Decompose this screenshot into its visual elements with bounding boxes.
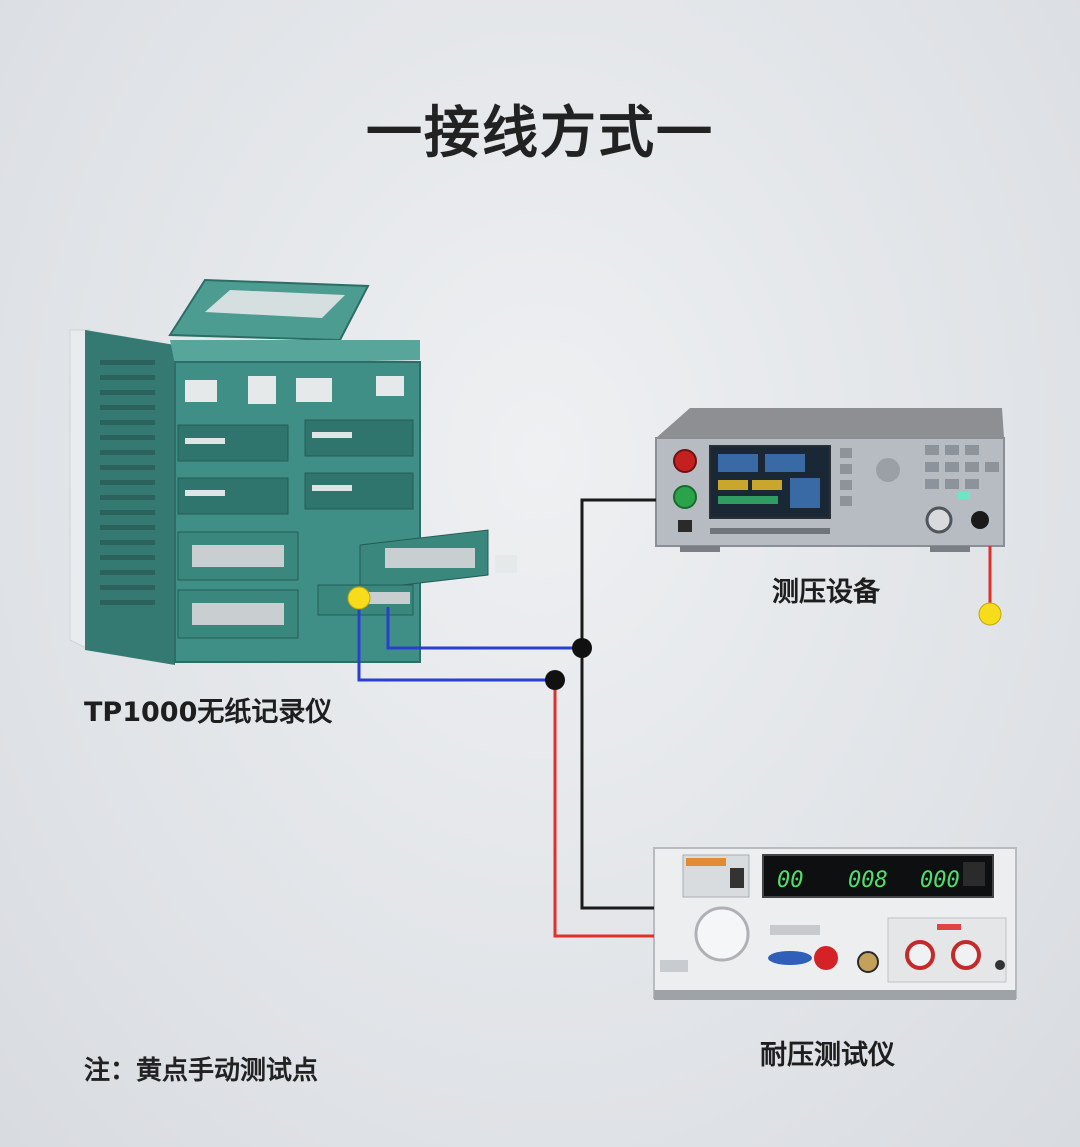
hipot-display-1: 00 (777, 868, 804, 893)
hipot-tester-device: 00 008 000 (653, 847, 1017, 1000)
black-wire (580, 498, 656, 910)
hipot-display-3: 000 (920, 868, 960, 893)
recorder-label: TP1000无纸记录仪 (84, 697, 333, 728)
test-equipment-device (655, 408, 1005, 552)
junction-dot-upper (572, 638, 592, 658)
blue-wire-lower (357, 600, 555, 682)
hipot-display-2: 008 (848, 868, 888, 893)
hipot-tester-label: 耐压测试仪 (760, 1040, 895, 1071)
red-wire-hipot (553, 680, 654, 938)
diagram-title: 一接线方式一 (366, 101, 714, 166)
test-equipment-label: 测压设备 (772, 577, 880, 608)
yellow-test-point-equipment (978, 602, 1002, 626)
yellow-test-point-recorder (347, 586, 371, 610)
blue-wire-upper (386, 607, 582, 650)
recorder-device (69, 278, 517, 665)
junction-dot-lower (545, 670, 565, 690)
footnote: 注：黄点手动测试点 (84, 1056, 319, 1086)
